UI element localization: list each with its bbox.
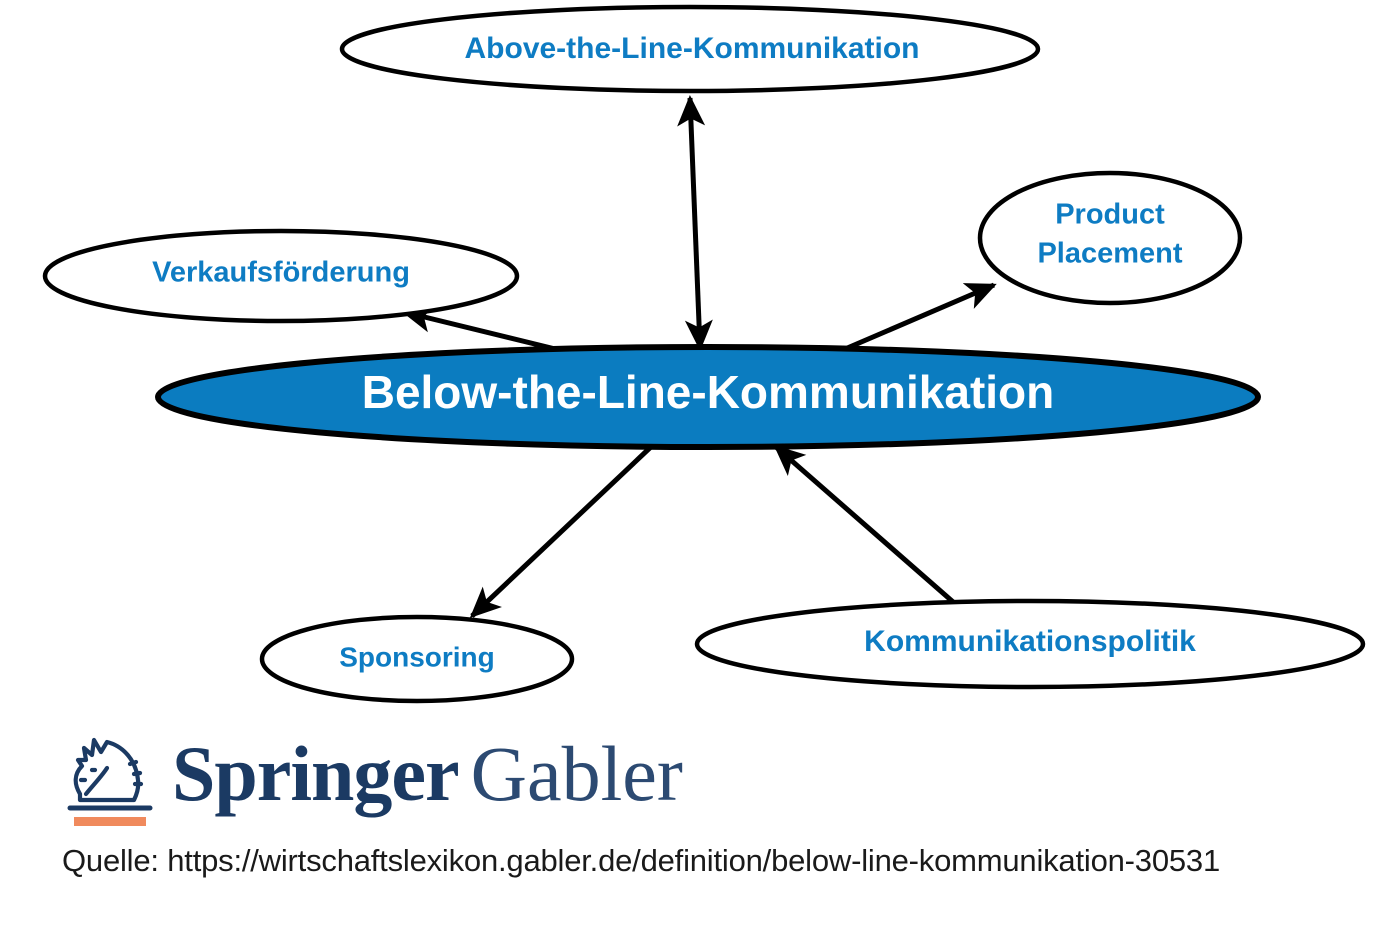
node-label-above-the-line: Above-the-Line-Kommunikation <box>465 32 920 65</box>
node-below-the-line[interactable]: Below-the-Line-Kommunikation <box>155 344 1261 450</box>
logo-brand-secondary: Gabler <box>470 730 683 817</box>
logo-brand-primary: Springer <box>172 730 460 817</box>
node-above-the-line[interactable]: Above-the-Line-Kommunikation <box>339 4 1041 94</box>
edge-below-to-product-placement <box>837 282 997 355</box>
node-shape-verkaufsfoerderung <box>42 228 520 324</box>
node-verkaufsfoerderung[interactable]: Verkaufsförderung <box>42 228 520 324</box>
knight-chess-piece-icon <box>67 737 153 826</box>
node-shape-above-the-line <box>339 4 1041 94</box>
node-label-product-placement-line2: Placement <box>1037 238 1182 270</box>
logo-orange-bar <box>74 817 146 826</box>
node-label-sponsoring: Sponsoring <box>339 641 495 672</box>
node-label-verkaufsfoerderung: Verkaufsförderung <box>152 257 410 289</box>
node-shape-sponsoring <box>259 614 575 704</box>
node-sponsoring[interactable]: Sponsoring <box>259 614 575 704</box>
node-shape-below-the-line <box>155 344 1261 450</box>
node-shape-product-placement <box>977 170 1243 306</box>
edge-kommunikationspolitik-to-below <box>773 445 962 610</box>
node-label-product-placement-line1: Product <box>1055 199 1165 231</box>
node-shape-kommunikationspolitik <box>694 598 1366 690</box>
node-label-below-the-line: Below-the-Line-Kommunikation <box>362 366 1055 418</box>
node-product-placement[interactable]: Product Placement <box>977 170 1243 306</box>
node-label-kommunikationspolitik: Kommunikationspolitik <box>864 625 1196 658</box>
edge-below-to-sponsoring <box>469 442 656 619</box>
source-citation: Quelle: https://wirtschaftslexikon.gable… <box>62 843 1220 878</box>
edge-below-to-above <box>677 95 713 351</box>
node-kommunikationspolitik[interactable]: Kommunikationspolitik <box>694 598 1366 690</box>
